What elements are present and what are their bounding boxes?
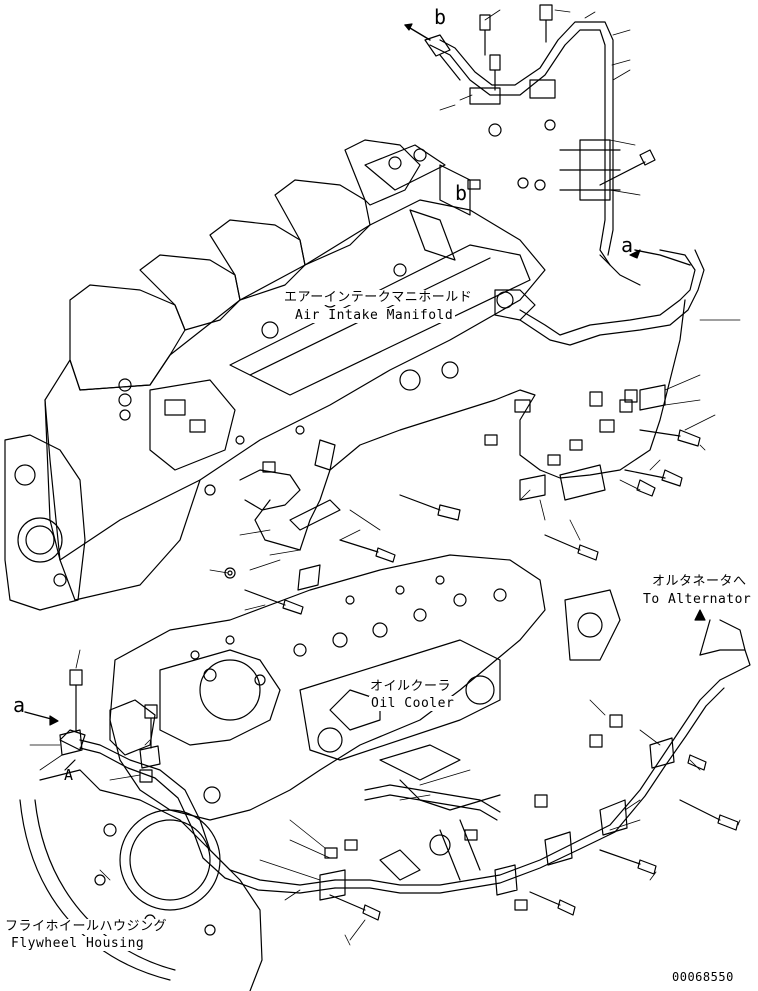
flywheel-housing-label-jp: フライホイールハウジング xyxy=(3,919,170,934)
reference-letter-b-mid: b xyxy=(455,181,468,205)
to-alternator-label-en: To Alternator xyxy=(641,592,754,607)
reference-letter-a-lower: a xyxy=(13,693,26,717)
air-intake-manifold-label-jp: エアーインテークマニホールド xyxy=(282,290,475,305)
leader-lines xyxy=(29,9,741,946)
engine-block-lower xyxy=(109,554,621,821)
reference-letter-b-top: b xyxy=(434,5,447,29)
engine-block-upper xyxy=(4,139,546,611)
reference-letter-A: A xyxy=(64,766,74,784)
to-alternator-label-jp: オルタネータへ xyxy=(650,574,749,589)
top-pipe-assembly xyxy=(364,4,656,266)
air-intake-manifold-label-en: Air Intake Manifold xyxy=(293,308,456,323)
oil-cooler-label-en: Oil Cooler xyxy=(369,696,457,711)
flywheel-housing-label-en: Flywheel Housing xyxy=(9,936,147,951)
lower-harness xyxy=(24,609,751,921)
oil-cooler-label-jp: オイルクーラ xyxy=(368,679,454,694)
reference-letter-a-upper: a xyxy=(621,233,634,257)
drawing-number: 00068550 xyxy=(670,970,736,985)
